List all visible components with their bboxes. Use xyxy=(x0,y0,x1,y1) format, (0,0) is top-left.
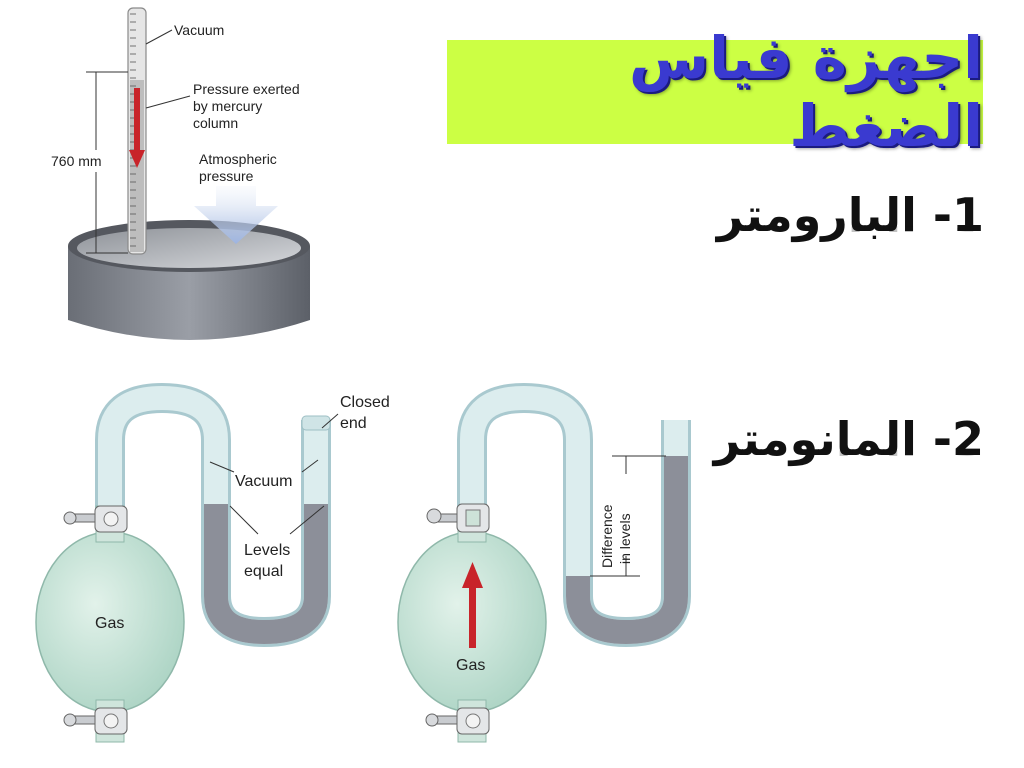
barometer-vacuum-leader xyxy=(145,29,173,45)
heading-manometer: 2- المانومتر 2- المانومتر xyxy=(714,412,984,482)
closed-end-leader xyxy=(321,413,339,429)
levels-leader-right xyxy=(289,505,325,535)
barometer-mercury-label-3: column xyxy=(193,115,238,131)
open-manometer-upper-stopcock xyxy=(426,503,490,533)
barometer-mercury-surface xyxy=(77,228,301,268)
barometer-mercury-label-1: Pressure exerted xyxy=(193,81,300,97)
difference-label-1: Difference xyxy=(599,504,615,568)
barometer-pressure-arrow-head xyxy=(129,150,145,168)
barometer-height-label: 760 mm xyxy=(51,153,102,169)
barometer-pressure-arrow-shaft xyxy=(134,88,140,154)
open-manometer-lower-stopcock xyxy=(425,707,490,735)
barometer-dish-body xyxy=(68,246,310,340)
gas-pressure-arrow-shaft xyxy=(469,584,476,648)
heading-barometer-text: 1- البارومتر xyxy=(716,188,984,242)
heading-barometer: 1- البارومتر 1- البارومتر xyxy=(717,188,984,258)
open-manometer-mercury xyxy=(566,456,688,645)
page-title: اجهزة فياس الضغط xyxy=(629,24,983,160)
difference-bracket xyxy=(590,455,666,577)
levels-leader-left xyxy=(229,505,259,535)
barometer-height-bracket xyxy=(86,71,128,254)
closed-end-manometer: Closed end Vacuum Levels equal Gas xyxy=(35,382,390,743)
barometer-atm-label-2: pressure xyxy=(199,168,254,184)
heading-manometer-text: 2- المانومتر xyxy=(713,412,984,466)
closed-end-label-1: Closed xyxy=(340,394,390,411)
barometer-atm-label-1: Atmospheric xyxy=(199,151,277,167)
closed-manometer-upper-stopcock xyxy=(63,505,128,533)
barometer-vacuum-label: Vacuum xyxy=(174,22,224,38)
closed-gas-label: Gas xyxy=(95,615,124,632)
open-gas-label: Gas xyxy=(456,657,485,674)
closed-vacuum-leader-right xyxy=(301,459,319,473)
closed-vacuum-leader-left xyxy=(209,461,235,473)
closed-end-label-2: end xyxy=(340,415,367,432)
atmospheric-pressure-arrow xyxy=(194,186,278,244)
closed-manometer-mercury xyxy=(204,504,328,645)
title-banner: اجهزة فياس الضغط xyxy=(447,24,983,160)
barometer: 760 mm Vacuum Pressure exerted by mercur… xyxy=(51,7,310,340)
gas-pressure-arrow-head xyxy=(462,562,483,588)
difference-label-2: in levels xyxy=(617,513,633,564)
barometer-mercury-label-2: by mercury xyxy=(193,98,262,114)
difference-label-group: Difference in levels xyxy=(599,504,633,568)
levels-equal-label-2: equal xyxy=(244,563,283,580)
closed-manometer-lower-stopcock xyxy=(63,707,128,735)
closed-manometer-closed-end xyxy=(301,415,331,431)
barometer-mercury-leader xyxy=(145,95,191,109)
levels-equal-label-1: Levels xyxy=(244,542,290,559)
open-end-manometer: Gas Difference in levels xyxy=(397,382,691,743)
closed-vacuum-label: Vacuum xyxy=(235,473,293,490)
